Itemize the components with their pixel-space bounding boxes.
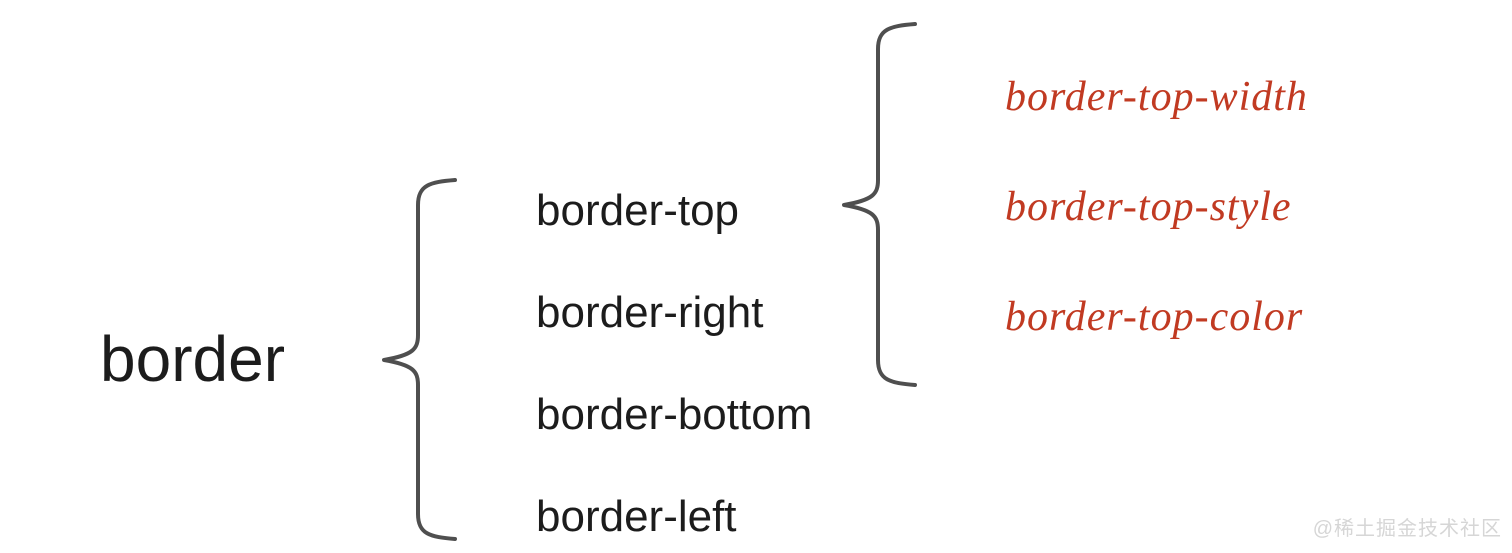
node-border-bottom: border-bottom (536, 390, 813, 439)
border-top-group-brace (842, 22, 917, 387)
node-border-top-color: border-top-color (1005, 294, 1304, 340)
node-border: border (100, 323, 285, 395)
node-border-top: border-top (536, 186, 740, 235)
node-border-top-width: border-top-width (1005, 74, 1308, 120)
node-border-right: border-right (536, 288, 764, 337)
juejin-watermark: @稀土掘金技术社区 (1312, 518, 1502, 540)
node-border-left: border-left (536, 492, 737, 541)
border-group-brace (382, 178, 457, 541)
node-border-top-style: border-top-style (1005, 184, 1292, 230)
